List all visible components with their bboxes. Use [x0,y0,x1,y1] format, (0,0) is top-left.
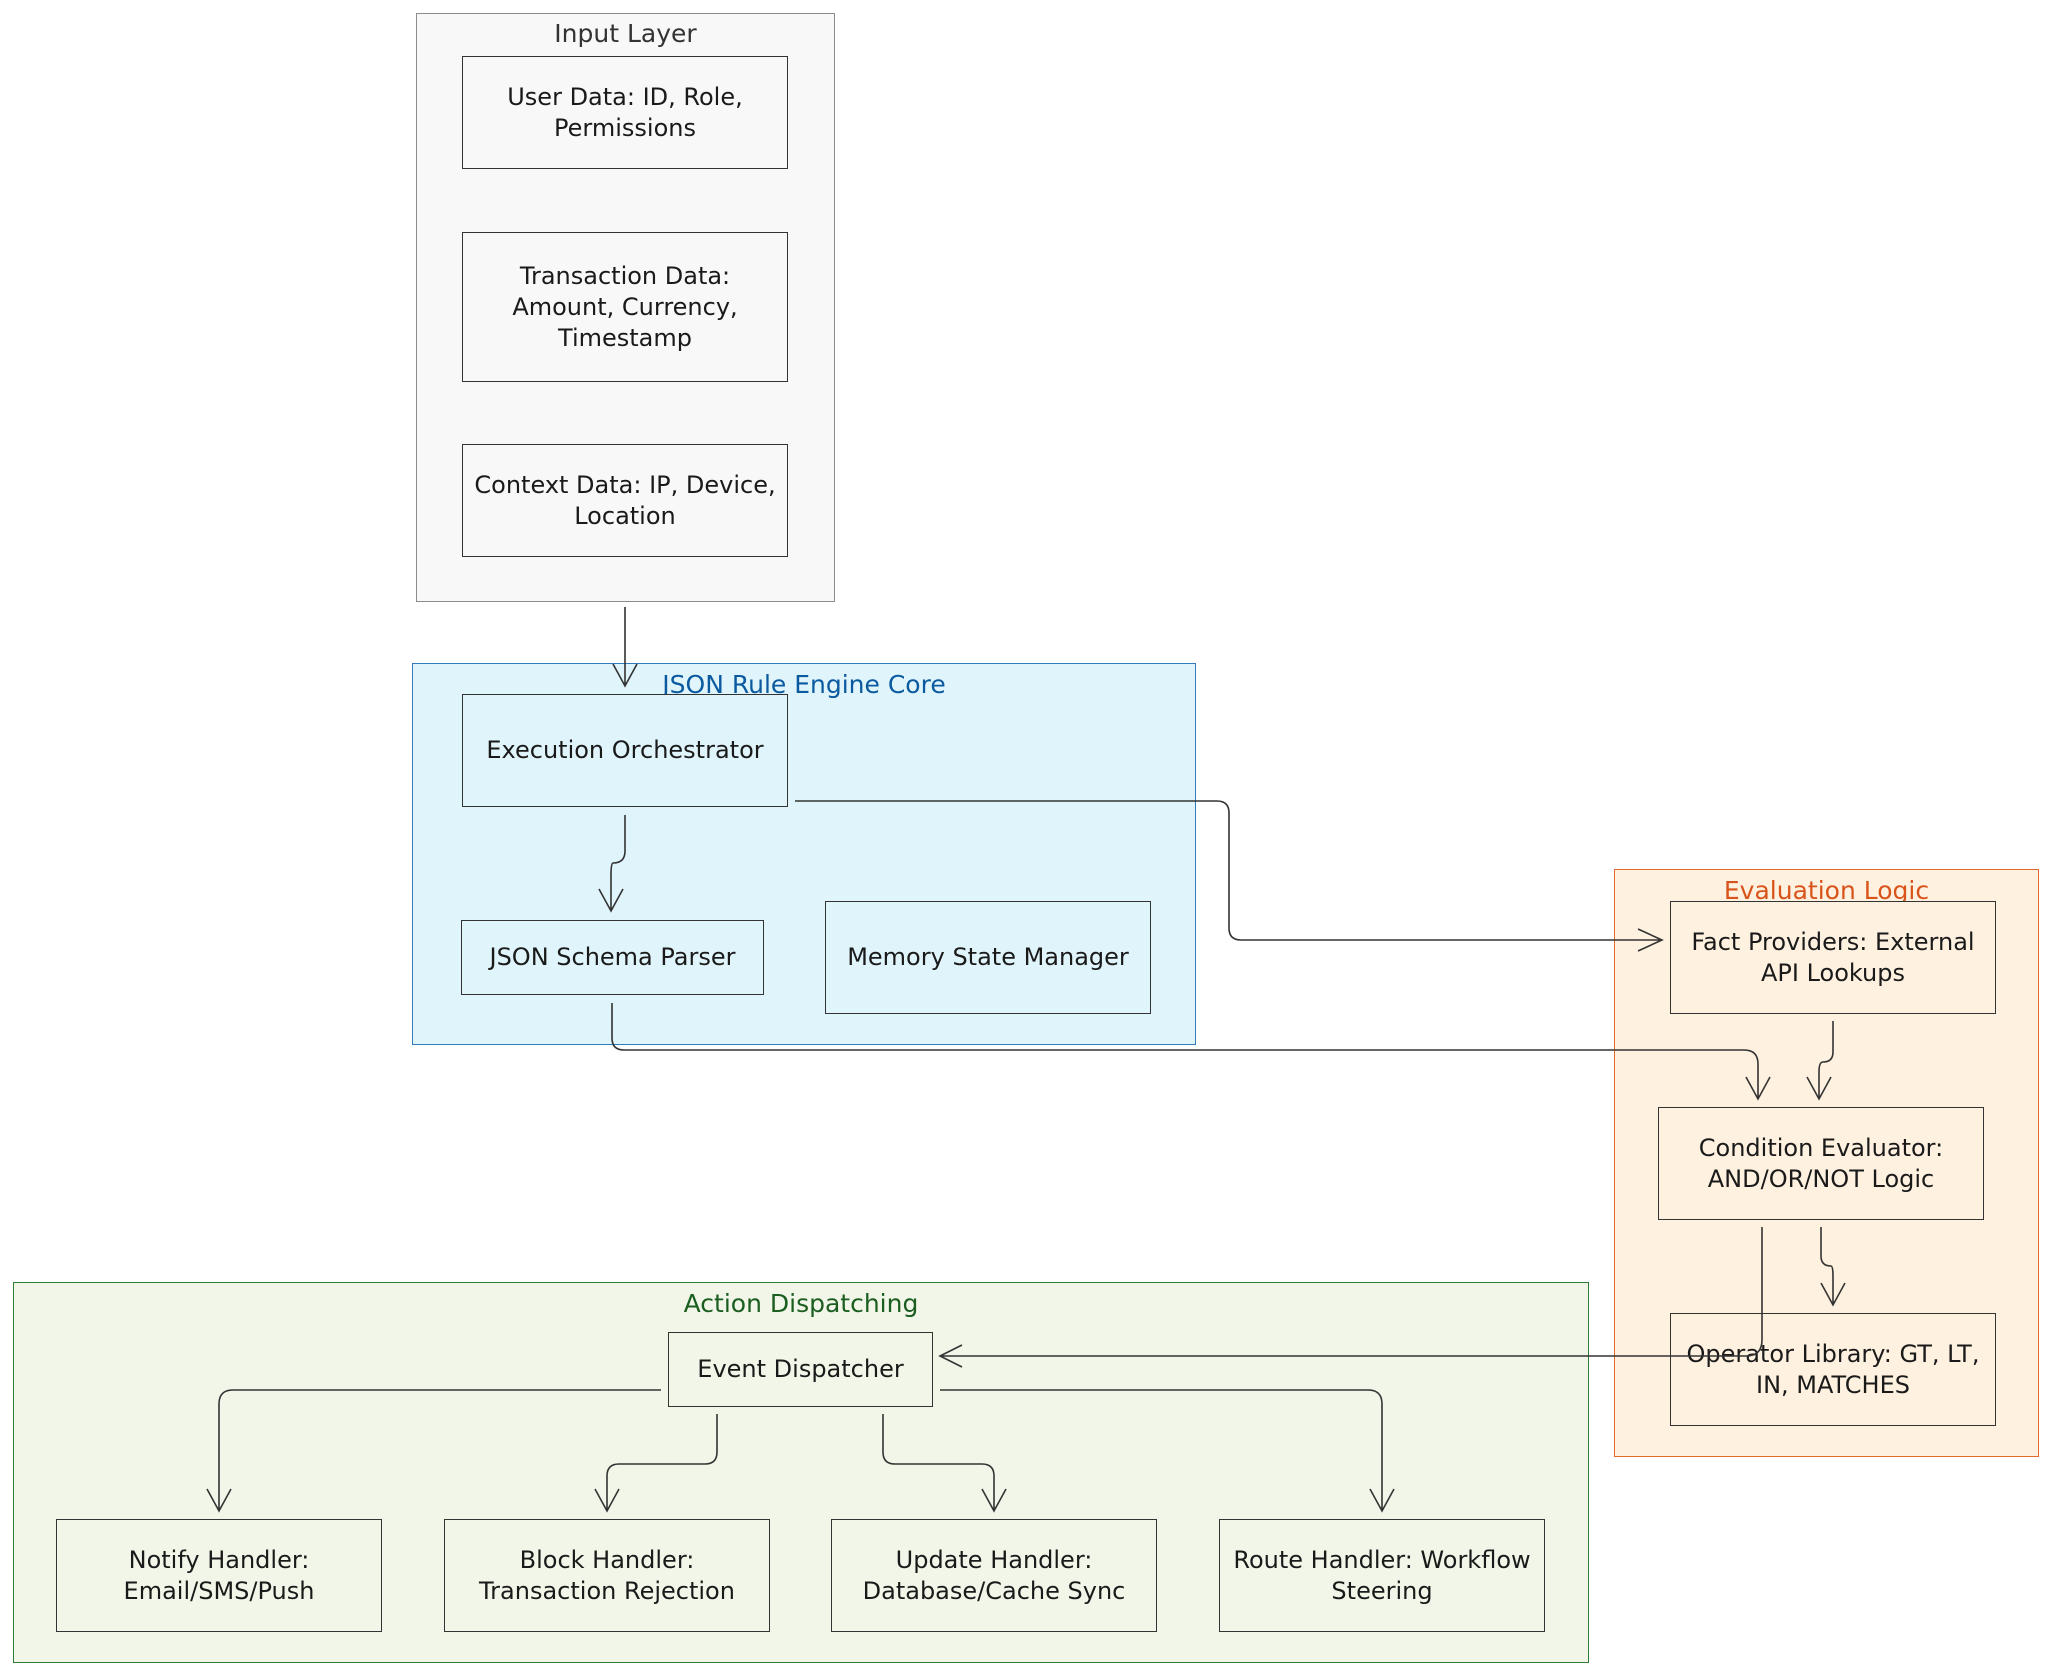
cluster-title-action-dispatching: Action Dispatching [683,1289,919,1318]
edge-dispatcher-to-update [882,1414,1007,1513]
edge-orchestrator-to-facts [795,800,1664,952]
cluster-title-input-layer: Input Layer [554,19,697,48]
cluster-title-evaluation-logic: Evaluation Logic [1723,876,1930,905]
edge-parser-to-condition [611,1003,1771,1101]
node-fact-providers: Fact Providers: External API Lookups [1670,901,1996,1014]
node-user-data: User Data: ID, Role, Permissions [462,56,788,169]
node-execution-orchestrator: Execution Orchestrator [462,694,788,807]
node-block-handler: Block Handler: Transaction Rejection [444,1519,770,1632]
edge-dispatcher-to-notify [206,1389,661,1513]
edge-condition-to-dispatcher [938,1227,1763,1368]
node-context-data: Context Data: IP, Device, Location [462,444,788,557]
node-update-handler: Update Handler: Database/Cache Sync [831,1519,1157,1632]
node-event-dispatcher: Event Dispatcher [668,1332,933,1407]
node-operator-library: Operator Library: GT, LT, IN, MATCHES [1670,1313,1996,1426]
node-memory-state-manager: Memory State Manager [825,901,1151,1014]
edge-condition-to-operators [1820,1227,1846,1307]
edge-dispatcher-to-route [940,1389,1395,1513]
edge-dispatcher-to-block [594,1414,718,1513]
node-json-schema-parser: JSON Schema Parser [461,920,764,995]
node-route-handler: Route Handler: Workflow Steering [1219,1519,1545,1632]
edge-facts-to-condition [1806,1021,1834,1101]
edge-orchestrator-to-parser [598,815,626,913]
node-transaction-data: Transaction Data: Amount, Currency, Time… [462,232,788,382]
node-condition-evaluator: Condition Evaluator: AND/OR/NOT Logic [1658,1107,1984,1220]
edge-input-to-orchestrator [612,607,638,688]
node-notify-handler: Notify Handler: Email/SMS/Push [56,1519,382,1632]
